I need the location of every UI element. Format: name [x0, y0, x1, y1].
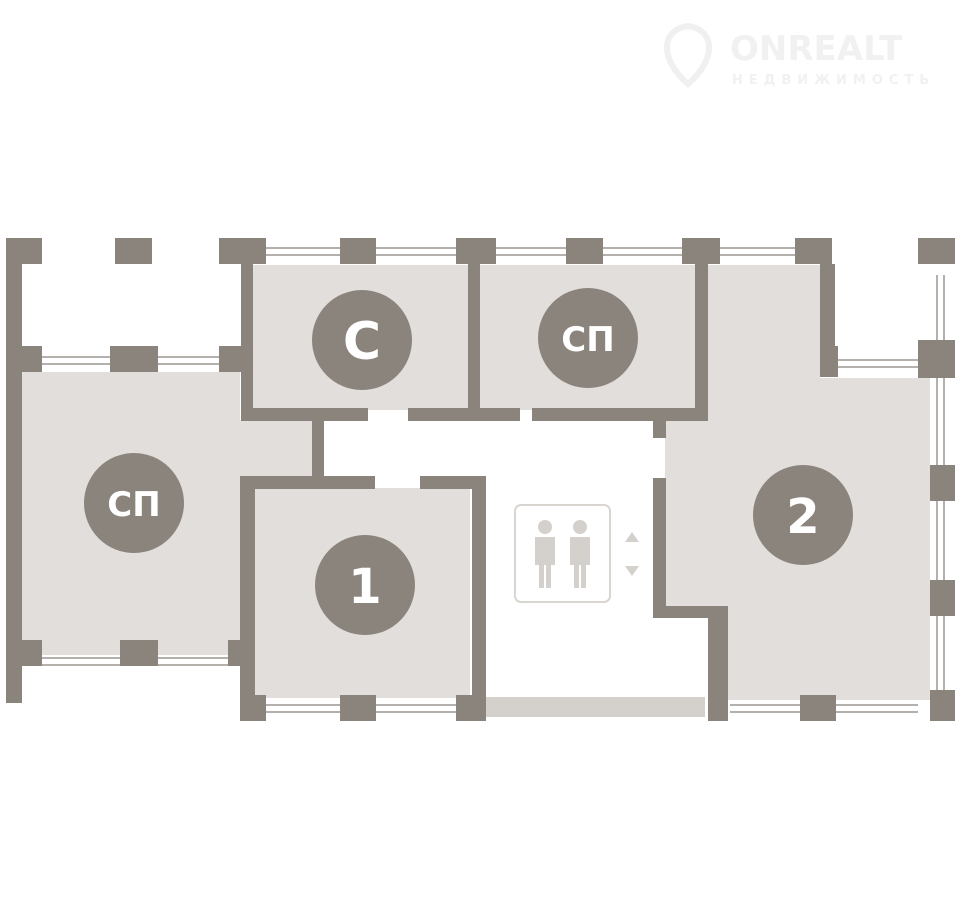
badge-circle: [538, 288, 638, 388]
watermark-tagline: НЕДВИЖИМОСТЬ: [732, 73, 935, 88]
badge-circle: [315, 535, 415, 635]
badge-circle: [312, 290, 412, 390]
badge-label: СП: [107, 485, 160, 525]
badge-two-room[interactable]: 2: [753, 465, 853, 565]
badge-label: С: [343, 312, 381, 372]
watermark-brand: ONREALT: [730, 29, 903, 69]
badge-studio[interactable]: С: [312, 290, 412, 390]
elevator: [514, 504, 639, 603]
badge-circle: [84, 453, 184, 553]
badge-top-free-plan[interactable]: СП: [538, 288, 638, 388]
badge-left-free-plan[interactable]: СП: [84, 453, 184, 553]
watermark-pin-icon: [664, 22, 712, 88]
watermark: ONREALT НЕДВИЖИМОСТЬ: [664, 22, 935, 88]
windows: [42, 247, 945, 713]
badge-label: 2: [786, 489, 819, 545]
elevator-frame: [514, 504, 611, 603]
elevator-people-icon: [535, 520, 590, 588]
up-down-arrows-icon: [625, 532, 639, 576]
walls: [6, 238, 955, 721]
badge-one-room[interactable]: 1: [315, 535, 415, 635]
badge-label: 1: [348, 559, 381, 615]
badge-label: СП: [561, 320, 614, 360]
balcony-strip: [485, 697, 705, 717]
badge-circle: [753, 465, 853, 565]
